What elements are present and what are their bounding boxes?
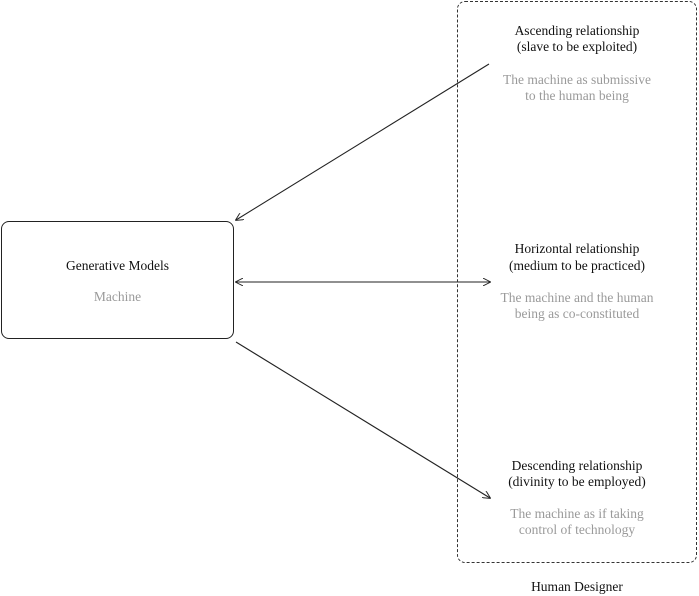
descending-title-line1: Descending relationship (511, 458, 643, 473)
ascending-title-line1: Ascending relationship (514, 23, 640, 38)
descending-desc-line1: The machine as if taking (510, 506, 644, 521)
ascending-title-line2: (slave to be exploited) (516, 39, 638, 54)
ascending-desc-line1: The machine as submissive (502, 72, 652, 87)
horizontal-desc-line2: being as co-constituted (514, 306, 640, 321)
machine-title: Generative Models (65, 258, 170, 273)
generative-models-node (1, 221, 234, 339)
descending-title-line2: (divinity to be employed) (508, 474, 646, 489)
descending-desc-line2: control of technology (518, 522, 636, 537)
horizontal-title-line1: Horizontal relationship (514, 241, 640, 256)
horizontal-title-line2: (medium to be practiced) (508, 258, 646, 273)
human-designer-label: Human Designer (531, 579, 623, 594)
machine-subtitle: Machine (93, 289, 142, 304)
descending-arrow (235, 341, 490, 498)
horizontal-desc-line1: The machine and the human (500, 290, 654, 305)
human-designer-panel (457, 1, 697, 563)
ascending-arrow (236, 63, 490, 220)
ascending-desc-line2: to the human being (525, 88, 629, 103)
